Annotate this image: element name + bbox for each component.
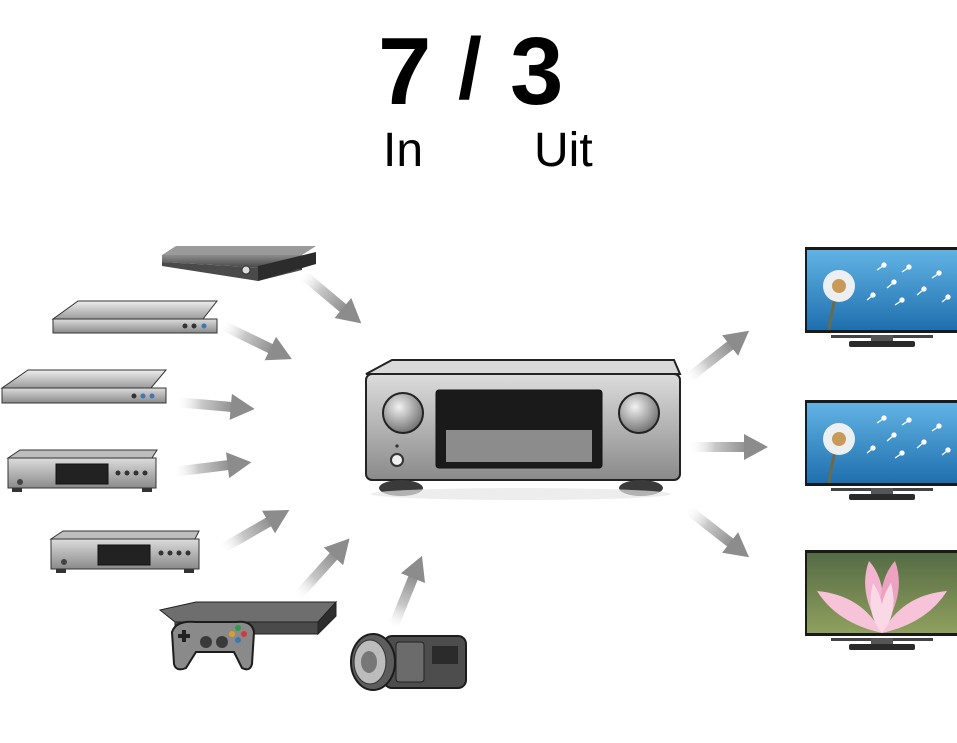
arrow-camcorder [379,550,435,635]
inputs-label: In [383,124,423,177]
arrow-dvd-player [173,389,256,422]
output-arrows [677,320,768,568]
outputs-label: Uit [534,124,593,177]
dvd-player-icon [0,369,168,404]
cd-player-icon [6,449,158,492]
game-console-icon [158,600,338,671]
tv-2-icon [805,400,957,500]
heading: 7 / 3 In Uit [378,18,593,177]
tv-1-icon [805,247,957,347]
arrow-tuner [213,498,296,562]
separator: / [458,21,482,117]
outputs-count: 3 [510,18,563,125]
camcorder-icon [350,633,467,691]
tv-3-icon [805,550,957,650]
arrow-streaming-box [291,262,370,334]
streaming-box-icon [162,246,316,281]
blu-ray-player-icon [51,300,219,334]
arrow-tv-3 [677,497,758,568]
av-receiver-icon [365,359,682,500]
arrow-blu-ray-player [214,312,298,371]
arrow-tv-1 [677,320,758,391]
tuner-icon [49,530,200,573]
arrow-cd-player [170,449,253,485]
inputs-count: 7 [378,18,431,125]
arrow-tv-2 [688,434,768,460]
arrow-game-console [286,529,360,607]
